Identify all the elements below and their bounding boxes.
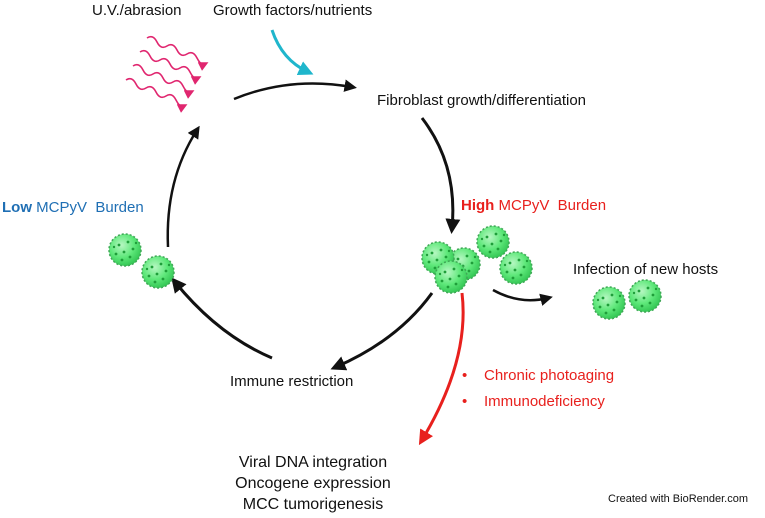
tumorigenesis-arrow xyxy=(418,292,465,446)
virion-icon xyxy=(499,251,533,285)
uv-ray-icon xyxy=(125,35,209,113)
immune-restriction-label: Immune restriction xyxy=(230,373,354,390)
outcome-list: Viral DNA integration Oncogene expressio… xyxy=(228,452,398,515)
virion-icon xyxy=(628,279,662,313)
risk-factor-text: Immunodeficiency xyxy=(484,393,605,410)
infection-label: Infection of new hosts xyxy=(573,261,719,278)
virion-icon xyxy=(592,286,626,320)
outcome-item: Oncogene expression xyxy=(235,475,391,492)
virion-icon xyxy=(108,233,142,267)
cycle-arrow-right xyxy=(420,117,461,234)
growth-factors-label: Growth factors/nutrients xyxy=(213,2,373,19)
cycle-arrow-bottom xyxy=(330,292,434,371)
infection-arrow xyxy=(492,288,553,306)
low-burden-level: Low xyxy=(2,199,32,216)
outcome-item: Viral DNA integration xyxy=(238,454,388,471)
high-burden-text: MCPyV Burden xyxy=(498,197,607,214)
cycle-arrow-top xyxy=(233,79,357,101)
cycle-arrow-left xyxy=(166,125,200,248)
low-burden-text: MCPyV Burden xyxy=(36,199,144,216)
low-burden-label: Low MCPyV Burden xyxy=(2,199,144,217)
risk-factor-item: •Immunodeficiency xyxy=(462,393,605,410)
risk-factor-list: •Chronic photoaging •Immunodeficiency xyxy=(462,363,614,415)
uv-abrasion-label: U.V./abrasion xyxy=(92,2,182,19)
risk-factor-item: •Chronic photoaging xyxy=(462,367,615,384)
risk-factor-text: Chronic photoaging xyxy=(484,367,615,384)
virion-icon xyxy=(476,225,510,259)
cycle-arrow-lower-left xyxy=(171,277,273,360)
nutrient-arrow xyxy=(270,29,314,76)
fibroblast-label: Fibroblast growth/differentiation xyxy=(377,92,587,109)
high-burden-label: High MCPyV Burden xyxy=(461,197,606,215)
biorender-credit: Created with BioRender.com xyxy=(608,493,749,505)
outcome-item: MCC tumorigenesis xyxy=(242,496,384,513)
high-burden-level: High xyxy=(461,197,495,214)
virion-icon xyxy=(434,260,468,294)
virion-icon xyxy=(141,255,175,289)
